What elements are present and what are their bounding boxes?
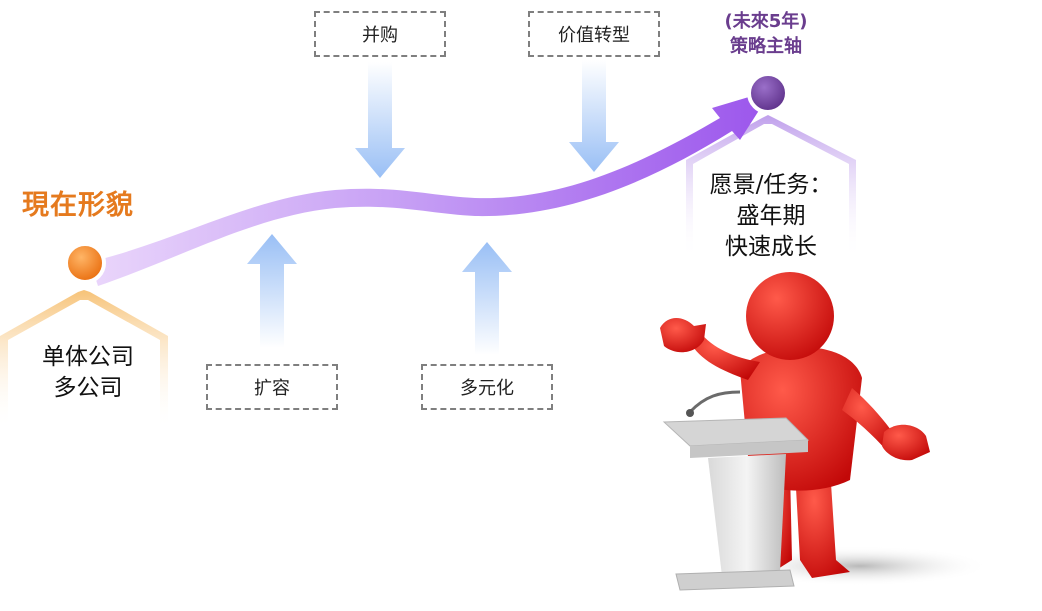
driver-label-value-transformation: 价值转型 [558,25,630,46]
future-desc-line-2: 盛年期 [736,203,806,229]
current-state-description: 单体公司 多公司 [14,342,162,404]
future-state-description: 愿景/任务： 盛年期 快速成长 [690,170,852,263]
future-state-dot [747,72,789,114]
up-arrow-diversification [462,242,512,355]
current-state-dot [64,242,106,284]
current-desc-line-1: 单体公司 [42,344,134,370]
down-arrow-acquisition [355,62,405,178]
driver-label-diversification: 多元化 [460,378,514,399]
current-desc-line-2: 多公司 [53,375,123,401]
up-arrow-expansion [247,234,297,348]
future-title-line-1: (未來5年) [724,11,808,32]
driver-box-diversification: 多元化 [421,364,553,410]
future-desc-line-3: 快速成长 [725,234,817,260]
driver-box-expansion: 扩容 [206,364,338,410]
driver-label-expansion: 扩容 [254,378,290,399]
down-arrow-value-transformation [569,60,619,172]
driver-box-value-transformation: 价值转型 [528,11,660,57]
future-state-title: (未來5年) 策略主轴 [706,9,826,59]
driver-label-acquisition: 并购 [362,25,398,46]
driver-box-acquisition: 并购 [314,11,446,57]
future-desc-line-1: 愿景/任务： [709,172,833,198]
speaker-illustration [660,272,990,591]
current-state-title: 現在形貌 [22,190,134,221]
future-title-line-2: 策略主轴 [730,36,802,57]
growth-path-arrow [90,90,772,286]
